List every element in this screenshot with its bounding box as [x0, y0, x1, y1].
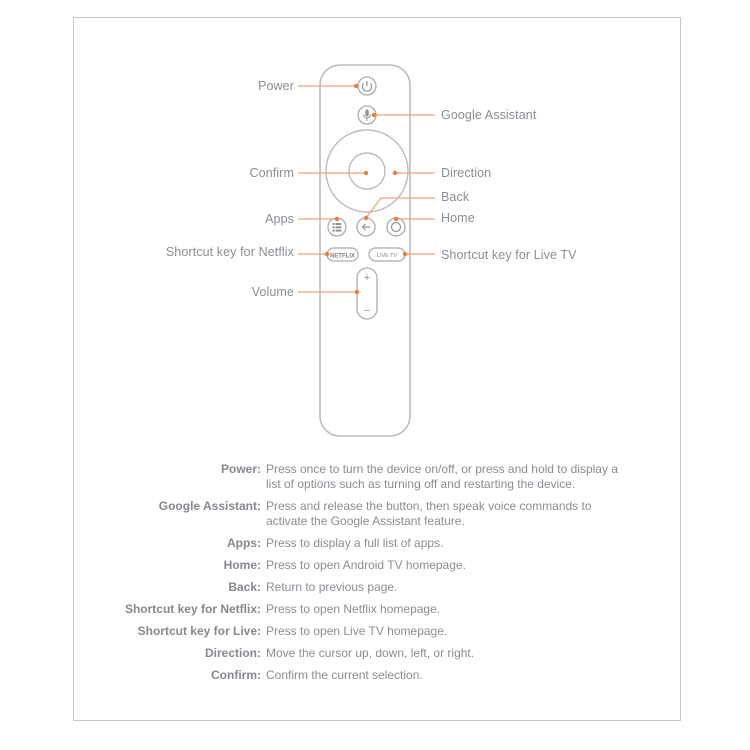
back-button	[356, 217, 376, 237]
description-row-confirm: Confirm: Confirm the current selection.	[100, 668, 660, 683]
callout-lines	[298, 85, 435, 293]
live-tv-key-text: LIVE TV	[377, 253, 398, 259]
description-term: Power:	[220, 462, 261, 476]
back-arrow-icon	[361, 223, 370, 231]
button-description-list: Power: Press once to turn the device on/…	[100, 462, 660, 690]
callout-label-home: Home	[441, 211, 475, 225]
apps-grid-icon	[332, 223, 342, 232]
callout-dots	[324, 83, 408, 295]
description-text: Press to open Live TV homepage.	[266, 624, 448, 638]
description-row-back: Back: Return to previous page.	[100, 580, 660, 595]
description-row-direction: Direction: Move the cursor up, down, lef…	[100, 646, 660, 661]
callout-label-power: Power	[258, 79, 294, 93]
description-row-live-tv: Shortcut key for Live: Press to open Liv…	[100, 624, 660, 639]
description-term: Confirm:	[211, 668, 261, 682]
description-term: Direction:	[204, 646, 261, 660]
microphone-icon	[363, 109, 371, 121]
description-text: Press once to turn the device on/off, or…	[266, 462, 618, 491]
netflix-key-text: NETFLIX	[330, 253, 355, 259]
description-text: Press to display a full list of apps.	[266, 536, 444, 550]
callout-label-live-tv: Shortcut key for Live TV	[441, 248, 577, 262]
volume-down-icon: −	[364, 305, 370, 317]
description-row-apps: Apps: Press to display a full list of ap…	[100, 536, 660, 551]
power-button	[357, 76, 377, 96]
callout-label-apps: Apps	[265, 212, 294, 226]
description-text: Press to open Android TV homepage.	[266, 558, 466, 572]
description-row-home: Home: Press to open Android TV homepage.	[100, 558, 660, 573]
callout-label-netflix: Shortcut key for Netflix	[165, 245, 294, 259]
volume-up-icon: +	[364, 272, 370, 284]
description-text: Move the cursor up, down, left, or right…	[266, 646, 475, 660]
live-tv-key: LIVE TV	[368, 247, 406, 262]
power-icon	[361, 81, 373, 92]
description-term: Google Assistant:	[158, 499, 261, 513]
description-term: Back:	[228, 580, 261, 594]
description-row-google-assistant: Google Assistant: Press and release the …	[100, 499, 660, 529]
description-term: Shortcut key for Live:	[137, 624, 261, 638]
description-text: Press to open Netflix homepage.	[266, 602, 441, 616]
callout-label-volume: Volume	[251, 285, 294, 299]
description-text: Confirm the current selection.	[266, 668, 423, 682]
callout-label-back: Back	[441, 190, 470, 204]
description-row-power: Power: Press once to turn the device on/…	[100, 462, 660, 492]
callout-label-confirm: Confirm	[249, 166, 294, 180]
home-circle-icon	[390, 221, 402, 233]
description-term: Home:	[223, 558, 261, 572]
description-row-netflix: Shortcut key for Netflix: Press to open …	[100, 602, 660, 617]
volume-rocker: + −	[356, 267, 378, 320]
back-leader	[365, 197, 435, 219]
netflix-key: NETFLIX	[326, 247, 359, 262]
callout-label-direction: Direction	[441, 166, 492, 180]
description-text: Return to previous page.	[266, 580, 398, 594]
confirm-button	[348, 152, 386, 190]
description-term: Shortcut key for Netflix:	[124, 602, 261, 616]
description-term: Apps:	[227, 536, 261, 550]
callout-label-google-assistant: Google Assistant	[441, 108, 537, 122]
description-text: Press and release the button, then speak…	[266, 499, 592, 528]
